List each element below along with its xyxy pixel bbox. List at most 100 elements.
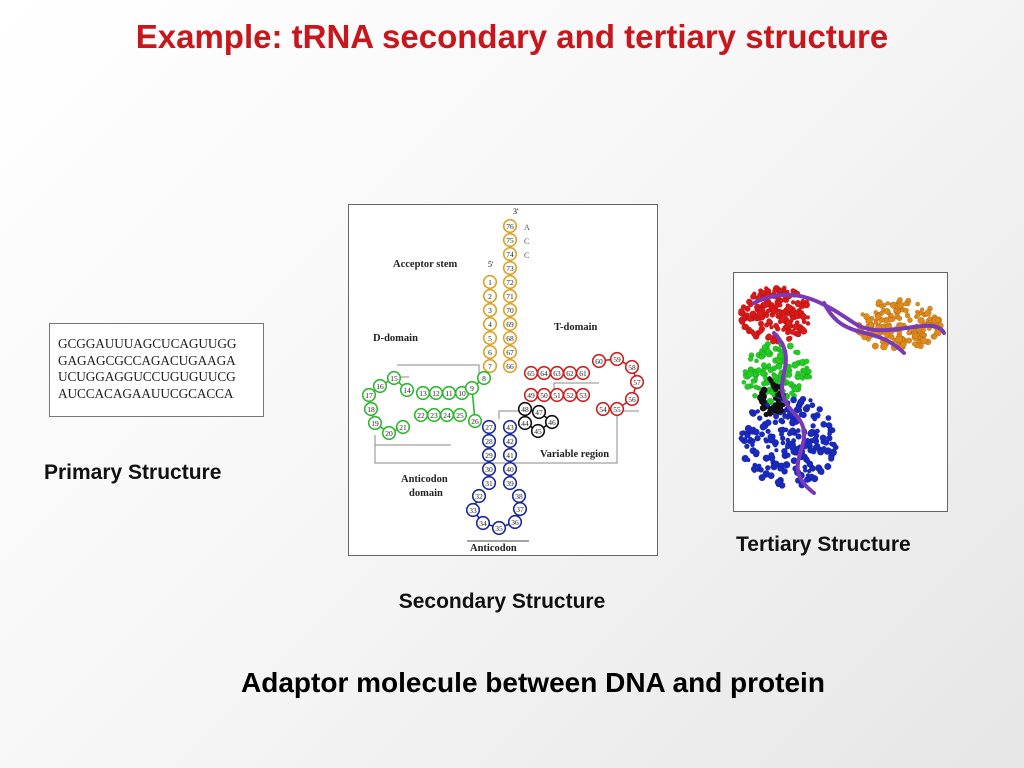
- darm-atoms: [741, 340, 813, 406]
- svg-text:70: 70: [506, 306, 514, 315]
- nucleotide-71: 71: [502, 288, 518, 304]
- nucleotide-60: 60: [591, 353, 607, 369]
- nucleotide-46: 46: [544, 414, 560, 430]
- svg-text:50: 50: [540, 391, 548, 400]
- nucleotide-65: 65: [523, 365, 539, 381]
- nucleotide-43: 43: [502, 419, 518, 435]
- svg-text:1: 1: [488, 278, 492, 287]
- nucleotide-62: 62: [562, 365, 578, 381]
- svg-text:54: 54: [599, 405, 607, 414]
- nucleotide-2: 2: [482, 288, 498, 304]
- svg-text:8: 8: [482, 374, 486, 383]
- nucleotide-20: 20: [381, 425, 397, 441]
- nucleotide-39: 39: [502, 475, 518, 491]
- nucleotide-19: 19: [367, 415, 383, 431]
- svg-text:76: 76: [506, 222, 514, 231]
- nucleotide-67: 67: [502, 344, 518, 360]
- nucleotide-1: 1: [482, 274, 498, 290]
- svg-text:26: 26: [471, 417, 479, 426]
- five-prime-label: 5': [488, 260, 494, 269]
- nucleotide-26: 26: [467, 413, 483, 429]
- nucleotide-51: 51: [549, 387, 565, 403]
- svg-text:42: 42: [506, 437, 514, 446]
- primary-structure-label: Primary Structure: [44, 461, 222, 484]
- nucleotide-40: 40: [502, 461, 518, 477]
- svg-text:65: 65: [527, 369, 535, 378]
- svg-text:52: 52: [566, 391, 574, 400]
- nucleotide-44: 44: [517, 415, 533, 431]
- nucleotide-59: 59: [609, 351, 625, 367]
- acceptor-stem-label: Acceptor stem: [393, 259, 457, 270]
- svg-text:17: 17: [365, 391, 373, 400]
- svg-text:69: 69: [506, 320, 514, 329]
- svg-text:14: 14: [403, 386, 411, 395]
- sequence-line: UCUGGAGGUCCUGUGUUCG: [58, 369, 236, 384]
- sequence-line: AUCCACAGAAUUCGCACCA: [58, 385, 234, 401]
- svg-text:7: 7: [488, 362, 492, 371]
- anticodon-domain-label-line1: Anticodon: [401, 474, 448, 485]
- tertiary-molecule-svg: [738, 284, 946, 495]
- nucleotide-76: 76: [502, 218, 518, 234]
- svg-text:58: 58: [628, 363, 636, 372]
- svg-text:27: 27: [485, 423, 493, 432]
- svg-text:45: 45: [534, 427, 542, 436]
- nucleotide-17: 17: [361, 387, 377, 403]
- three-prime-label: 3': [513, 207, 519, 216]
- nucleotide-12: 12: [428, 385, 444, 401]
- nucleotide-55: 55: [609, 401, 625, 417]
- nucleotide-75: 75: [502, 232, 518, 248]
- anticodon-arm-atoms: [738, 395, 839, 489]
- svg-text:31: 31: [485, 479, 493, 488]
- nucleotide-61: 61: [575, 365, 591, 381]
- svg-text:74: 74: [506, 250, 514, 259]
- svg-text:55: 55: [613, 405, 621, 414]
- svg-text:36: 36: [511, 518, 519, 527]
- svg-text:72: 72: [506, 278, 514, 287]
- nucleotide-4: 4: [482, 316, 498, 332]
- svg-text:12: 12: [432, 389, 440, 398]
- svg-text:56: 56: [628, 395, 636, 404]
- svg-text:75: 75: [506, 236, 514, 245]
- acceptor-letter: A: [524, 223, 530, 232]
- svg-text:59: 59: [613, 355, 621, 364]
- nucleotide-14: 14: [399, 382, 415, 398]
- nucleotide-27: 27: [481, 419, 497, 435]
- nucleotide-13: 13: [415, 385, 431, 401]
- svg-text:38: 38: [515, 492, 523, 501]
- svg-text:60: 60: [595, 357, 603, 366]
- svg-text:62: 62: [566, 369, 574, 378]
- nucleotide-6: 6: [482, 344, 498, 360]
- nucleotide-22: 22: [413, 407, 429, 423]
- svg-text:64: 64: [540, 369, 548, 378]
- svg-text:4: 4: [488, 320, 492, 329]
- svg-text:3: 3: [488, 306, 492, 315]
- nucleotide-45: 45: [530, 423, 546, 439]
- svg-text:22: 22: [417, 411, 425, 420]
- nucleotide-24: 24: [439, 407, 455, 423]
- svg-text:10: 10: [458, 389, 466, 398]
- nucleotide-36: 36: [507, 514, 523, 530]
- interaction-line: [397, 364, 480, 381]
- svg-text:6: 6: [488, 348, 492, 357]
- anticodon-label: Anticodon: [470, 543, 517, 554]
- nucleotide-38: 38: [511, 488, 527, 504]
- nucleotide-21: 21: [395, 419, 411, 435]
- svg-text:20: 20: [385, 429, 393, 438]
- svg-text:61: 61: [579, 369, 587, 378]
- nucleotide-70: 70: [502, 302, 518, 318]
- nucleotide-72: 72: [502, 274, 518, 290]
- d-domain-label: D-domain: [373, 333, 418, 344]
- svg-text:73: 73: [506, 264, 514, 273]
- nucleotide-57: 57: [629, 374, 645, 390]
- svg-text:44: 44: [521, 419, 529, 428]
- nucleotide-31: 31: [481, 475, 497, 491]
- primary-sequence-box: GCGGAUUUAGCUCAGUUGG GAGAGCGCCAGACUGAAGA …: [49, 323, 264, 417]
- svg-text:23: 23: [430, 411, 438, 420]
- svg-text:30: 30: [485, 465, 493, 474]
- svg-text:63: 63: [553, 369, 561, 378]
- svg-text:51: 51: [553, 391, 561, 400]
- nucleotide-3: 3: [482, 302, 498, 318]
- svg-text:13: 13: [419, 389, 427, 398]
